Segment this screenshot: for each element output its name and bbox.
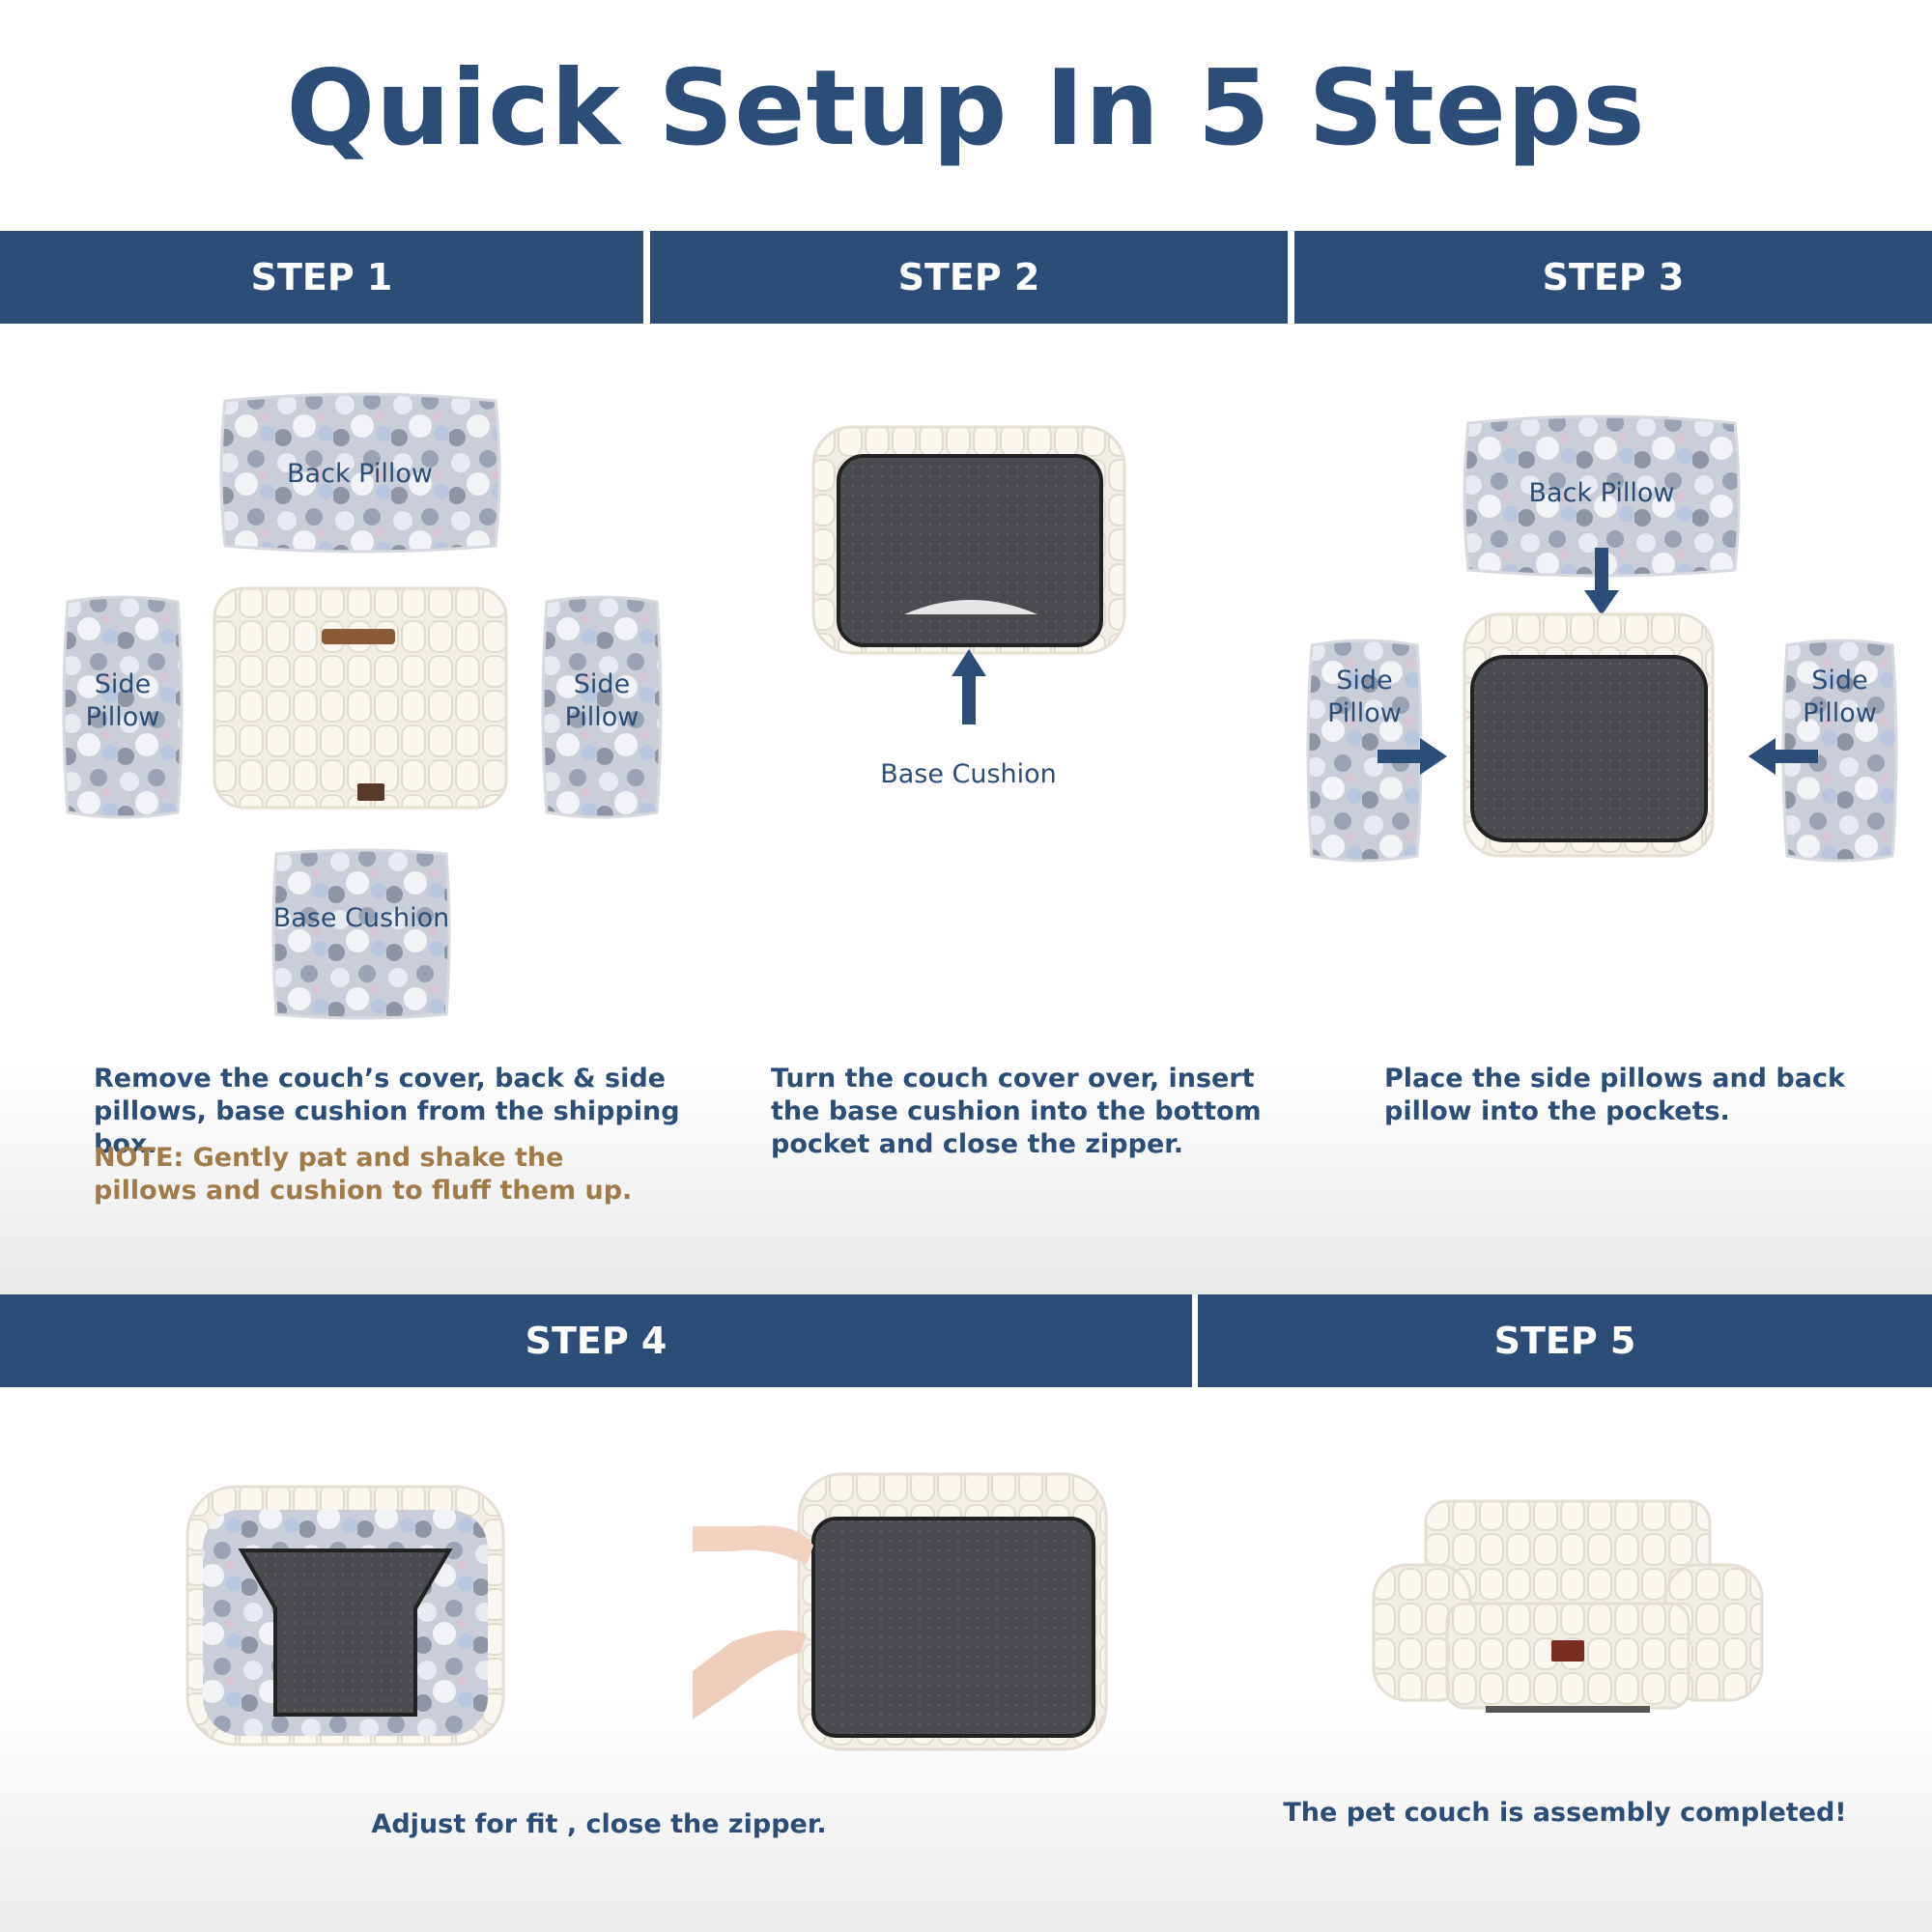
back-pillow-image — [217, 391, 502, 555]
side-pillow-left-image — [60, 594, 185, 821]
back-pillow-label: Back Pillow — [287, 459, 433, 489]
step-3-side-pillow-left-image — [1304, 638, 1425, 865]
step-3-side-pillow-left-label: Side Pillow — [1327, 666, 1402, 728]
step-1-header: STEP 1 — [0, 231, 643, 324]
side-pillow-right-image — [539, 594, 665, 821]
step-5-caption: The pet couch is assembly completed! — [1283, 1798, 1847, 1828]
step-5-header: STEP 5 — [1198, 1294, 1932, 1387]
couch-cover-image — [211, 584, 510, 811]
step-4-zipping-image — [693, 1468, 1118, 1758]
couch-cover-flipped-image — [810, 423, 1128, 657]
side-pillow-right-label: Side Pillow — [564, 669, 639, 732]
background-gradient — [0, 1063, 1932, 1294]
page-title: Quick Setup In 5 Steps — [286, 48, 1646, 169]
step-2-base-cushion-label: Base Cushion — [880, 759, 1057, 789]
step-3-back-pillow-image — [1461, 413, 1743, 580]
step-3-couch-image — [1461, 611, 1717, 860]
finished-couch-image — [1370, 1497, 1766, 1715]
arrow-right-icon — [1378, 738, 1447, 775]
step-1-caption: Remove the couch’s cover, back & side pi… — [94, 1064, 680, 1159]
step-3-side-pillow-right-image — [1779, 638, 1900, 865]
step-4-header: STEP 4 — [0, 1294, 1192, 1387]
arrow-up-icon — [952, 649, 986, 724]
arrow-left-icon — [1748, 738, 1818, 775]
arrow-down-icon — [1584, 548, 1619, 615]
step-4-open-couch-image — [184, 1483, 507, 1748]
side-pillow-left-label: Side Pillow — [85, 669, 160, 732]
step-3-back-pillow-label: Back Pillow — [1528, 478, 1675, 508]
base-cushion-image — [270, 848, 452, 1020]
step-3-side-pillow-right-label: Side Pillow — [1803, 666, 1877, 728]
step-4-caption: Adjust for fit , close the zipper. — [371, 1809, 827, 1839]
step-2-header: STEP 2 — [650, 231, 1288, 324]
step-1-note: NOTE: Gently pat and shake the pillows a… — [94, 1143, 633, 1206]
step-3-caption: Place the side pillows and back pillow i… — [1384, 1064, 1845, 1126]
step-3-header: STEP 3 — [1294, 231, 1932, 324]
step-2-caption: Turn the couch cover over, insert the ba… — [771, 1064, 1262, 1159]
base-cushion-label: Base Cushion — [272, 903, 450, 933]
